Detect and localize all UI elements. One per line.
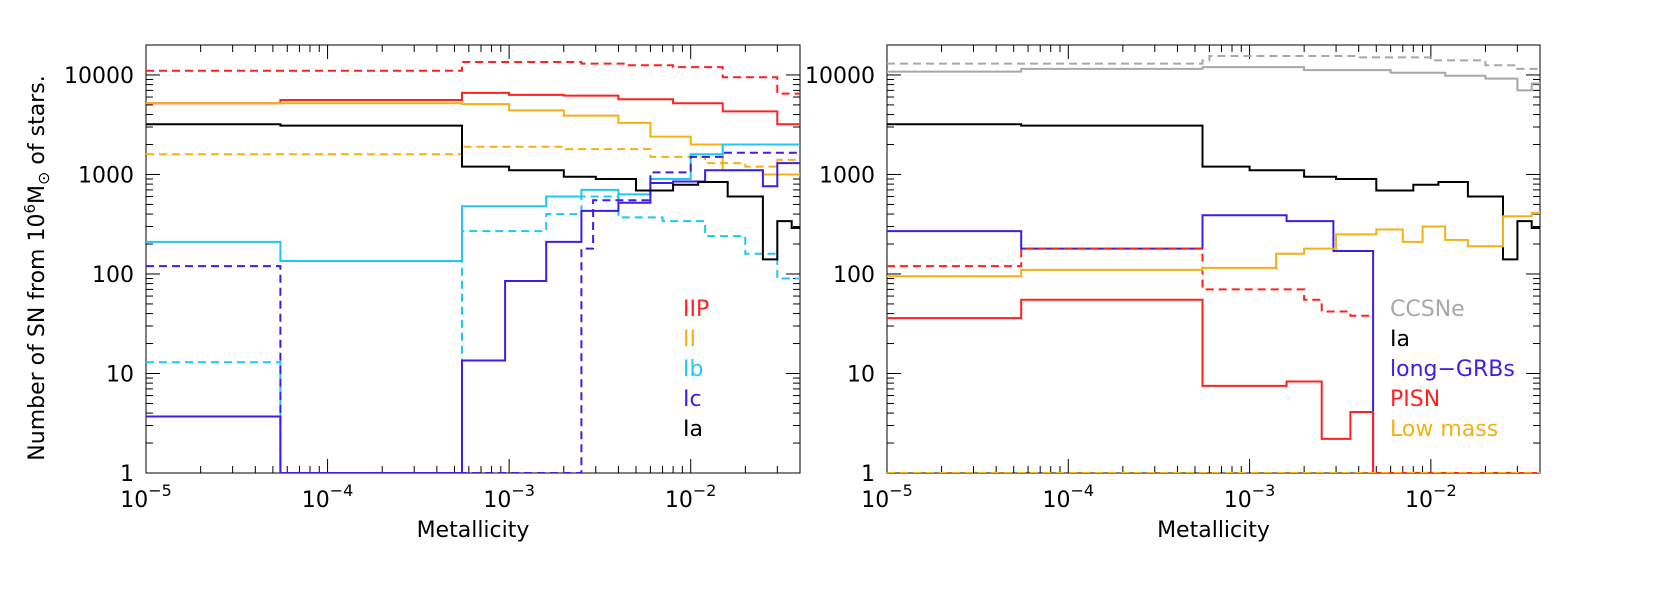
y-axis-title-sun-symbol: ⊙ [34, 172, 53, 185]
x-tick-exponent: −5 [148, 481, 172, 500]
series-iip-solid [146, 91, 800, 126]
plot-frame [145, 44, 801, 474]
x-tick-base: 10 [483, 488, 511, 513]
y-tick-label: 1 [120, 462, 134, 487]
legend-label-ic: Ic [683, 387, 702, 412]
legend-label-iip: IIP [683, 297, 709, 322]
series-group [146, 61, 800, 473]
y-axis-title: Number of SN from 106M⊙ of stars. [21, 75, 53, 460]
x-tick-exponent: −2 [693, 481, 717, 500]
x-tick-exponent: −4 [330, 481, 354, 500]
legend-label-low-mass: Low mass [1390, 417, 1498, 442]
axis-ticks [145, 44, 801, 474]
y-tick-label: 100 [92, 263, 134, 288]
x-tick-label: 10−5 [120, 481, 172, 513]
x-tick-exponent: −5 [889, 481, 913, 500]
x-tick-base: 10 [1042, 488, 1070, 513]
y-axis-title-unit: M [25, 185, 50, 204]
series-pisn-solid [887, 298, 1540, 473]
y-tick-label: 10 [847, 362, 875, 387]
x-tick-base: 10 [302, 488, 330, 513]
y-axis-title-exponent: 6 [21, 204, 39, 214]
y-tick-label: 10000 [805, 64, 875, 89]
legend-label-ccsne: CCSNe [1390, 297, 1465, 322]
series-long-grbs-solid [887, 214, 1540, 473]
y-axis-title-tail: of stars. [25, 75, 50, 171]
x-tick-exponent: −3 [511, 481, 535, 500]
legend-label-long-grbs: long−GRBs [1390, 357, 1515, 382]
x-tick-base: 10 [120, 488, 148, 513]
axis-ticks [886, 44, 1541, 474]
x-axis-title: Metallicity [417, 518, 530, 543]
x-tick-base: 10 [1224, 488, 1252, 513]
series-ic-solid [146, 162, 800, 473]
series-ii-dashed [146, 145, 800, 168]
y-tick-label: 1000 [819, 163, 875, 188]
y-tick-label: 10000 [64, 64, 134, 89]
x-tick-label: 10−3 [483, 481, 535, 513]
x-tick-exponent: −4 [1070, 481, 1094, 500]
x-tick-label: 10−2 [1405, 481, 1457, 513]
series-low-mass-solid [887, 212, 1540, 278]
series-ii-solid [146, 102, 800, 176]
x-tick-base: 10 [861, 488, 889, 513]
series-iip-dashed [146, 61, 800, 95]
x-tick-base: 10 [1405, 488, 1433, 513]
legend-label-ii: II [683, 327, 696, 352]
series-ia-solid [887, 123, 1540, 261]
x-tick-exponent: −2 [1433, 481, 1457, 500]
plot-frame [886, 44, 1541, 474]
series-ib-solid [146, 143, 800, 262]
y-tick-label: 100 [833, 263, 875, 288]
x-tick-base: 10 [665, 488, 693, 513]
x-tick-label: 10−4 [1042, 481, 1094, 513]
y-tick-label: 1000 [78, 163, 134, 188]
x-tick-label: 10−4 [302, 481, 354, 513]
legend-label-ib: Ib [683, 357, 703, 382]
x-tick-exponent: −3 [1252, 481, 1276, 500]
series-ccsne-solid [887, 66, 1540, 92]
x-tick-label: 10−2 [665, 481, 717, 513]
series-pisn-dashed [887, 247, 1374, 317]
x-tick-label: 10−3 [1224, 481, 1276, 513]
legend-label-pisn: PISN [1390, 387, 1440, 412]
y-tick-label: 10 [106, 362, 134, 387]
y-tick-label: 1 [861, 462, 875, 487]
legend-label-ia: Ia [683, 417, 703, 442]
x-tick-label: 10−5 [861, 481, 913, 513]
series-ccsne-dashed [887, 55, 1540, 70]
series-ib-dashed [146, 195, 800, 473]
y-axis-title-main: Number of SN from 10 [25, 214, 50, 461]
x-axis-title: Metallicity [1157, 518, 1270, 543]
legend-label-ia: Ia [1390, 327, 1410, 352]
series-ia-solid [146, 123, 800, 261]
series-group [887, 55, 1540, 473]
